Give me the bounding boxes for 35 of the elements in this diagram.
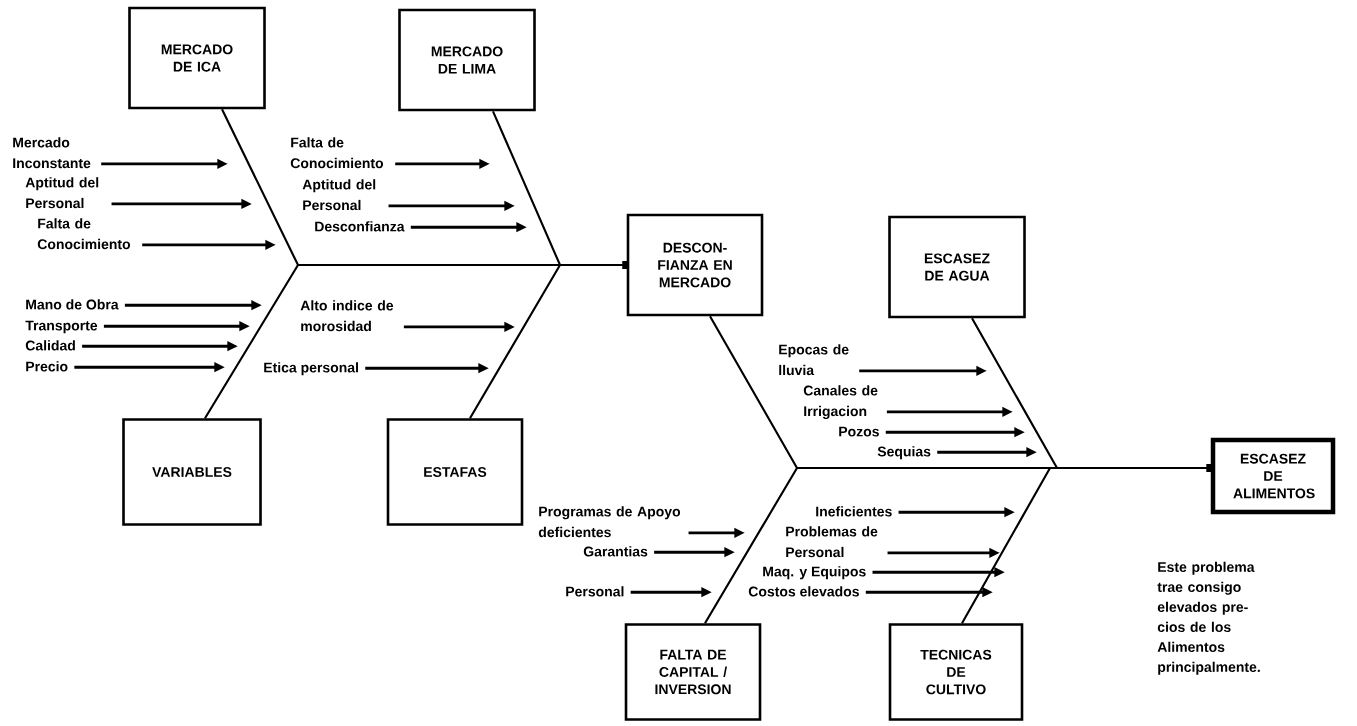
cause-label: Precio [26, 361, 68, 372]
cause-label: Alto indice de morosidad [300, 300, 394, 332]
category-box: MERCADO DE LIMA [398, 8, 536, 112]
category-box: VARIABLES [122, 418, 262, 526]
cause-label: Falta de Conocimiento [37, 218, 131, 250]
category-box: ESCASEZ DE AGUA [888, 215, 1026, 319]
cause-label: Problemas de Personal [786, 526, 878, 558]
effect-box: ESCASEZ DE ALIMENTOS [1210, 437, 1336, 515]
category-box: TECNICAS DE CULTIVO [888, 623, 1024, 721]
category-box: MERCADO DE ICA [128, 6, 266, 110]
cause-label: Mercado Inconstante [13, 137, 91, 169]
cause-label: Falta de Conocimiento [290, 137, 384, 169]
cause-label: Transporte [25, 320, 98, 334]
cause-label: Desconfianza [315, 221, 405, 232]
cause-label: Calidad [25, 340, 75, 351]
cause-label: Canales de Irrigacion [803, 385, 878, 419]
category-box: FALTA DE CAPITAL / INVERSION [624, 623, 762, 721]
bone-line [469, 261, 627, 419]
cause-label: Aptitud del Personal [302, 179, 376, 211]
cause-label: Costos elevados [748, 586, 859, 597]
cause-label: Aptitud del Personal [25, 177, 99, 209]
cause-label: Ineficientes [816, 506, 892, 517]
category-box: ESTAFAS [386, 418, 524, 526]
cause-label: Sequias [877, 446, 931, 460]
cause-label: Programas de Apoyo deficientes [538, 506, 681, 538]
cause-label: Etica personal [264, 362, 358, 376]
bone-line [961, 464, 1211, 624]
cause-label: Personal [566, 586, 624, 597]
cause-label: Epocas de lluvia [779, 344, 849, 376]
note-text: Este problema trae consigo elevados pre- cios de los Alimentos principalmente. [1157, 561, 1260, 675]
category-box: DESCON- FIANZA EN MERCADO [626, 213, 764, 317]
cause-label: Maq. y Equipos [763, 566, 866, 580]
cause-label: Mano de Obra [26, 299, 119, 310]
cause-label: Pozos [839, 426, 879, 437]
cause-label: Garantias [583, 546, 648, 557]
